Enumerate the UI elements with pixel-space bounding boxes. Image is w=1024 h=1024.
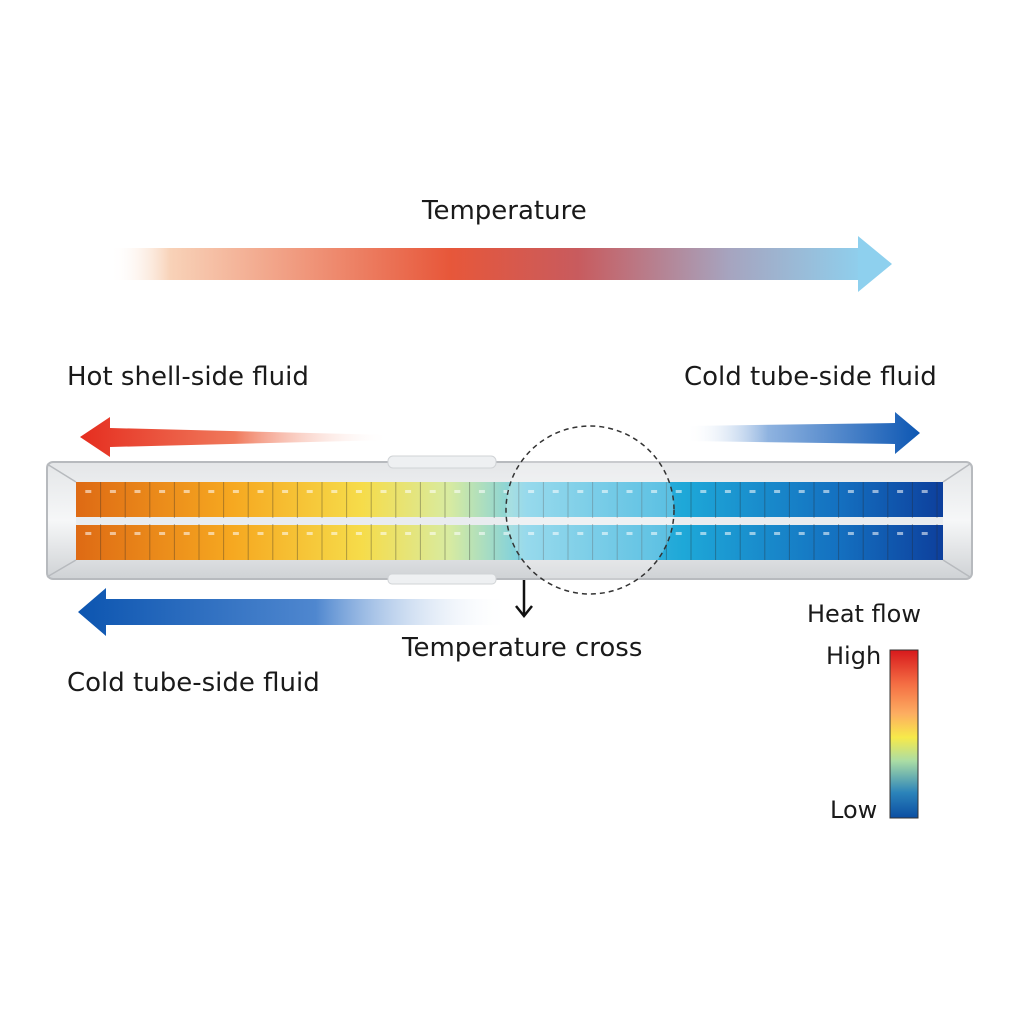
tube-highlight xyxy=(651,532,658,535)
tube-highlight xyxy=(774,490,781,493)
tube-highlight xyxy=(626,532,633,535)
tube-highlight xyxy=(724,532,731,535)
tube-highlight xyxy=(798,490,805,493)
tube-highlight xyxy=(331,490,338,493)
tube-highlight xyxy=(232,532,239,535)
tube-highlight xyxy=(921,490,928,493)
tube-highlight xyxy=(405,532,412,535)
tube-highlight xyxy=(847,490,854,493)
tube-highlight xyxy=(528,490,535,493)
tube-highlight xyxy=(872,532,879,535)
temperature-cross-circle xyxy=(505,425,675,595)
tube-highlight xyxy=(208,490,215,493)
tube-highlight xyxy=(897,490,904,493)
cold-tube-side-fluid-label-top: Cold tube-side fluid xyxy=(684,362,937,392)
tube-highlight xyxy=(380,532,387,535)
tube-highlight xyxy=(454,532,461,535)
tube-highlight xyxy=(478,490,485,493)
tube-highlight xyxy=(134,532,141,535)
tube-highlight xyxy=(331,532,338,535)
tube-highlight xyxy=(257,532,264,535)
tube-highlight xyxy=(724,490,731,493)
tube-highlight xyxy=(159,532,166,535)
tube-highlight xyxy=(675,532,682,535)
tube-highlight xyxy=(380,490,387,493)
tube-highlight xyxy=(306,532,313,535)
tube-highlight xyxy=(552,490,559,493)
tube-highlight xyxy=(282,532,289,535)
cold-tube-side-fluid-label-bottom: Cold tube-side fluid xyxy=(67,668,320,698)
tube-highlight xyxy=(282,490,289,493)
tube-highlight xyxy=(478,532,485,535)
tube-highlight xyxy=(897,532,904,535)
tube-highlight xyxy=(749,532,756,535)
tube-highlight xyxy=(109,532,116,535)
heat-flow-legend-bar xyxy=(889,649,919,819)
tube-highlight xyxy=(872,490,879,493)
tube-highlight xyxy=(134,490,141,493)
tube-highlight xyxy=(232,490,239,493)
tube-highlight xyxy=(847,532,854,535)
tube-highlight xyxy=(823,532,830,535)
tube-bank xyxy=(76,482,943,560)
tube-highlight xyxy=(601,532,608,535)
temperature-cross-pointer xyxy=(515,580,533,619)
tube-highlight xyxy=(429,532,436,535)
tube-highlight xyxy=(306,490,313,493)
legend-high-label: High xyxy=(826,642,882,670)
tube-highlight xyxy=(601,490,608,493)
tube-highlight xyxy=(577,490,584,493)
tube-highlight xyxy=(749,490,756,493)
temperature-arrow xyxy=(110,236,892,292)
hot-fluid-arrow xyxy=(80,417,390,457)
tube-highlight xyxy=(626,490,633,493)
tube-highlight xyxy=(921,532,928,535)
heat-flow-legend-title: Heat flow xyxy=(807,600,921,628)
tube-highlight xyxy=(429,490,436,493)
tube-highlight xyxy=(823,490,830,493)
tube-highlight xyxy=(651,490,658,493)
tube-highlight xyxy=(208,532,215,535)
tube-highlight xyxy=(503,532,510,535)
tube-highlight xyxy=(85,532,92,535)
tube-highlight xyxy=(109,490,116,493)
tube-dividers xyxy=(85,482,938,560)
tube-highlight xyxy=(798,532,805,535)
tube-highlight xyxy=(355,532,362,535)
tube-highlight xyxy=(774,532,781,535)
tube-highlight xyxy=(85,490,92,493)
tube-highlight xyxy=(700,490,707,493)
tube-highlight xyxy=(405,490,412,493)
temperature-label: Temperature xyxy=(422,196,587,226)
tube-highlight xyxy=(183,532,190,535)
tube-highlight xyxy=(552,532,559,535)
hot-shell-side-fluid-label: Hot shell-side fluid xyxy=(67,362,309,392)
legend-low-label: Low xyxy=(830,796,878,824)
tube-highlight xyxy=(675,490,682,493)
tube-highlight xyxy=(183,490,190,493)
tube-highlight xyxy=(503,490,510,493)
temperature-cross-label: Temperature cross xyxy=(402,633,643,663)
tube-highlight xyxy=(454,490,461,493)
cold-fluid-arrow-left xyxy=(78,588,510,636)
tube-highlight xyxy=(355,490,362,493)
tube-highlight xyxy=(528,532,535,535)
tube-highlight xyxy=(577,532,584,535)
cold-fluid-arrow-right xyxy=(686,412,920,454)
tube-highlight xyxy=(257,490,264,493)
tube-highlight xyxy=(159,490,166,493)
tube-highlight xyxy=(700,532,707,535)
